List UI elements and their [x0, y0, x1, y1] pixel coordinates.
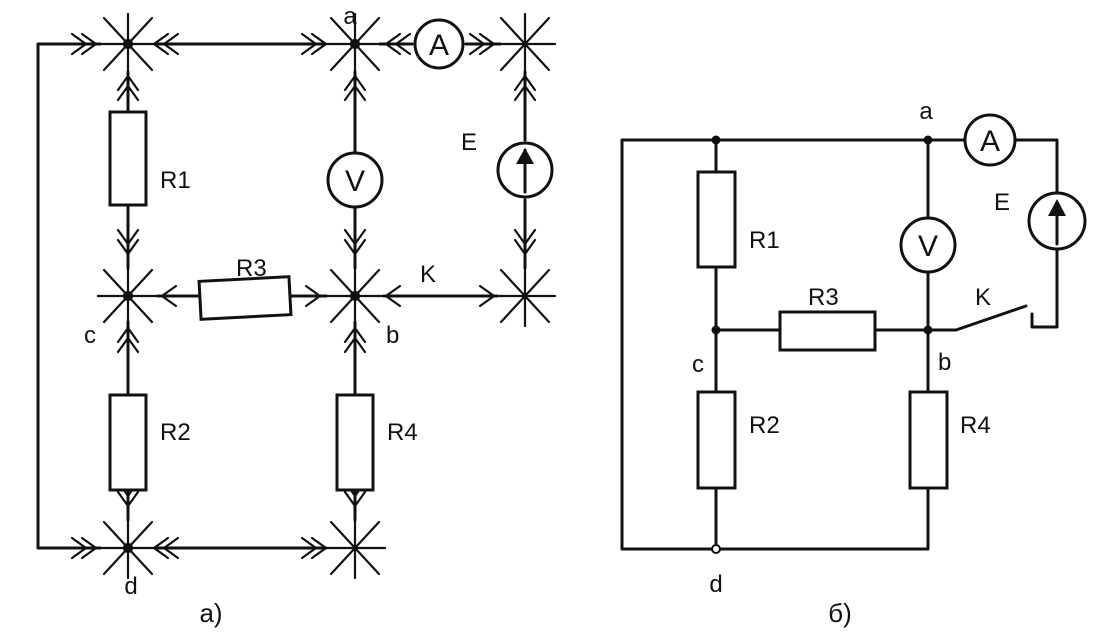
voltmeter-symbol-b: V — [918, 230, 938, 263]
ammeter-icon — [413, 18, 465, 70]
snowflake-connector-icon — [96, 264, 160, 328]
label-e-b: E — [994, 189, 1010, 216]
resistor-r4-b — [908, 390, 949, 490]
wire-outer-left — [620, 138, 930, 551]
node-d-label-b: d — [709, 571, 722, 598]
snowflake-connector-icon — [96, 12, 160, 76]
snowflake-connector-icon — [323, 264, 387, 328]
resistor-r2-b — [696, 390, 737, 490]
label-r3: R3 — [236, 255, 267, 282]
junction-top-left — [711, 135, 721, 145]
snowflake-connector-icon — [323, 516, 387, 580]
switch-k-blade — [954, 304, 1028, 332]
ammeter-symbol-b: A — [980, 125, 1000, 158]
label-r4-b: R4 — [960, 412, 991, 439]
label-r3-b: R3 — [808, 284, 839, 311]
wire-top-right-b — [1013, 138, 1059, 194]
label-r1-b: R1 — [749, 227, 780, 254]
terminal-d — [711, 544, 721, 554]
resistor-r1-b — [696, 170, 737, 269]
label-r2: R2 — [160, 419, 191, 446]
figure-a: A V R1 R2 R3 R4 E K a b c d а) — [36, 3, 557, 628]
node-b-label-b: b — [938, 349, 951, 376]
junction-c — [711, 325, 721, 335]
label-r4: R4 — [387, 419, 418, 446]
voltmeter-icon — [899, 216, 957, 274]
resistor-r1 — [108, 110, 148, 207]
label-k: K — [420, 261, 436, 288]
label-k-b: K — [975, 284, 991, 311]
resistor-r2 — [108, 393, 148, 492]
ammeter-icon — [963, 113, 1017, 167]
snowflake-connector-icon — [493, 12, 557, 76]
resistor-r3-b — [778, 310, 877, 352]
snowflake-connector-icon — [493, 264, 557, 328]
node-d-label: d — [124, 573, 137, 600]
current-source-icon — [496, 141, 554, 199]
node-a-label: a — [343, 3, 357, 30]
label-r2-b: R2 — [749, 412, 780, 439]
node-c-label: c — [84, 322, 96, 349]
outer-left-wire — [36, 42, 102, 550]
node-b-label: b — [386, 322, 399, 349]
junction-b — [923, 325, 933, 335]
resistor-r4 — [335, 393, 375, 492]
caption-a: а) — [199, 598, 222, 628]
node-c-label-b: c — [692, 351, 704, 378]
caption-b: б) — [828, 598, 852, 628]
label-r1: R1 — [160, 167, 191, 194]
junction-a — [923, 135, 933, 145]
voltmeter-symbol: V — [345, 165, 365, 198]
figure-b: A V R1 R2 R3 R4 E K a b c d б) — [620, 98, 1087, 628]
voltmeter-icon — [326, 151, 384, 209]
node-a-label-b: a — [919, 98, 933, 125]
snowflake-connector-icon — [323, 12, 387, 76]
ammeter-symbol: A — [429, 29, 449, 62]
current-source-icon — [1027, 191, 1087, 251]
resistor-r3 — [197, 275, 293, 321]
wire-right-b — [1030, 248, 1059, 329]
label-e: E — [461, 129, 477, 156]
snowflake-connector-icon — [96, 516, 160, 580]
